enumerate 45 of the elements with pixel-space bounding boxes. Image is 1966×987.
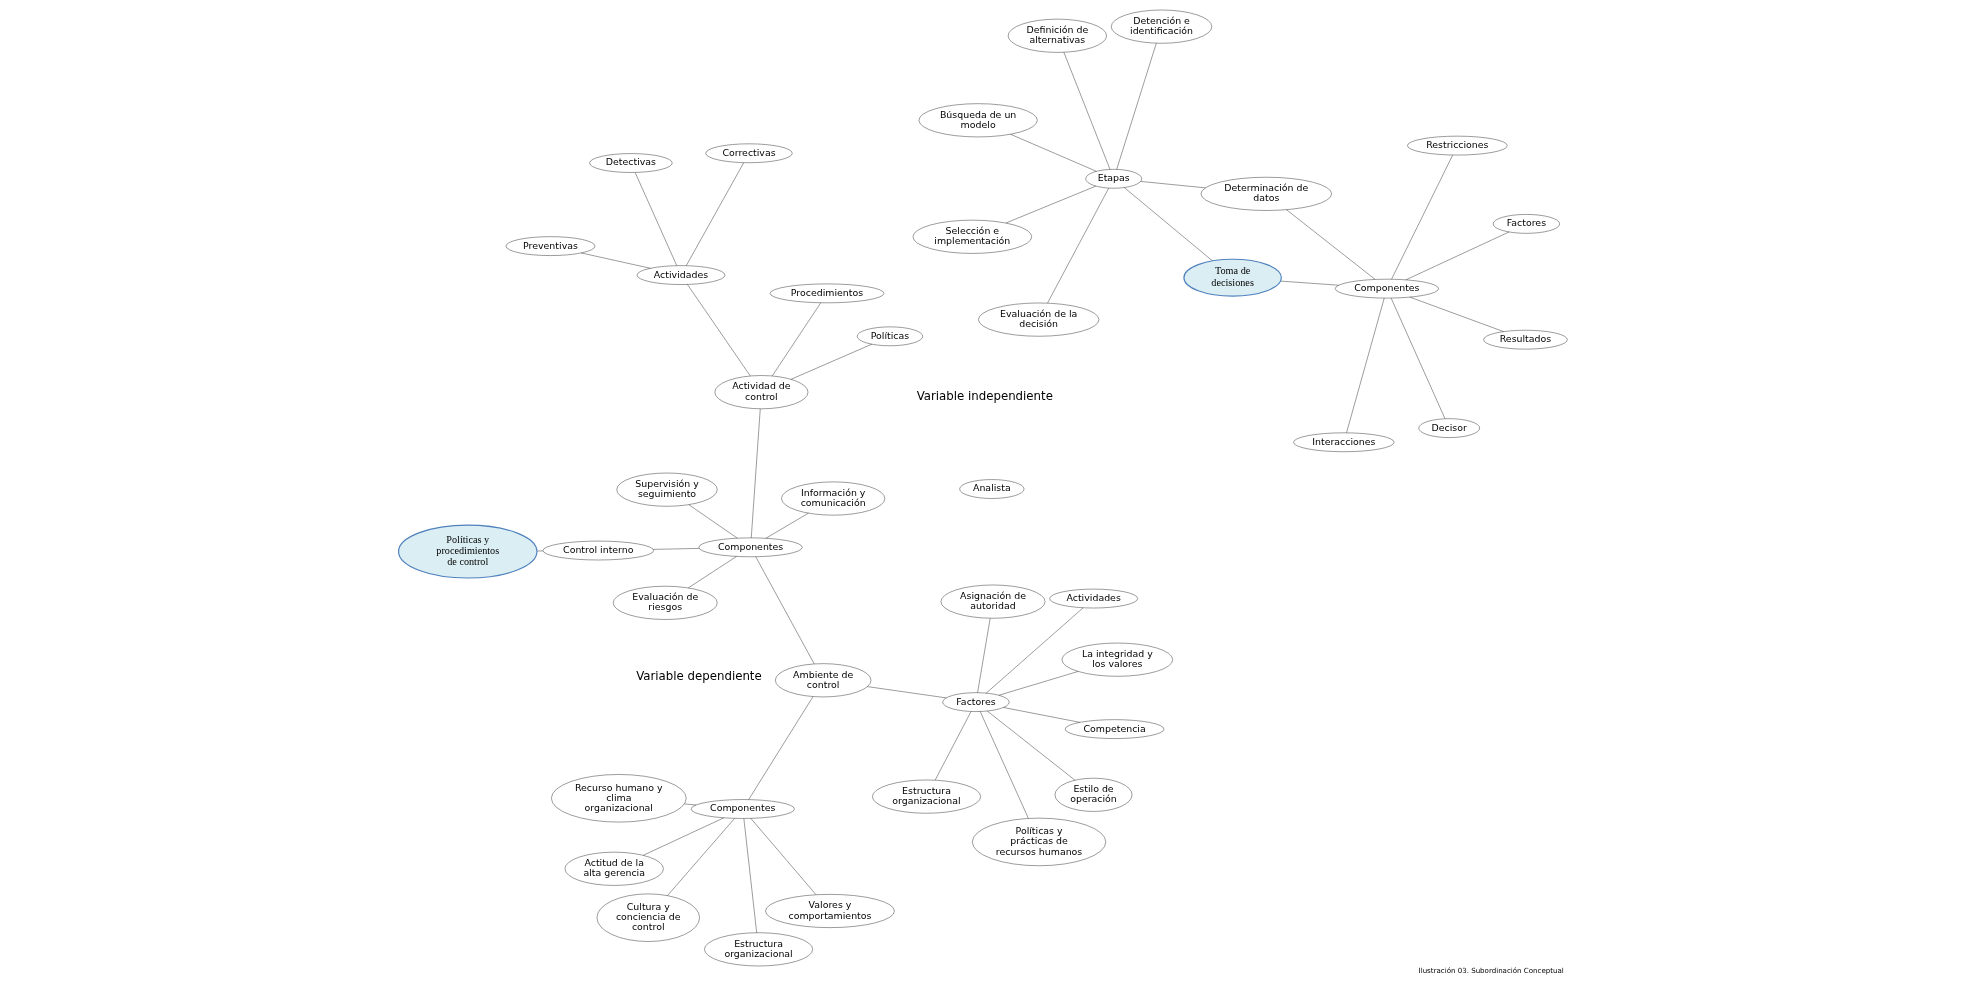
node-ellipse: Decisor bbox=[1418, 418, 1480, 438]
node-ellipse: Recurso humano y clima organizacional bbox=[551, 774, 687, 823]
node-ellipse: Componentes bbox=[698, 537, 803, 557]
node-ellipse: Componentes bbox=[1335, 279, 1439, 299]
node-ellipse: La integridad y los valores bbox=[1061, 642, 1173, 677]
node-ellipse: Evaluación de riesgos bbox=[613, 586, 718, 620]
node-ellipse: Evaluación de la decisión bbox=[978, 302, 1100, 337]
node-ellipse: Actitud de la alta gerencia bbox=[564, 851, 664, 886]
node-ellipse: Estructura organizacional bbox=[872, 779, 981, 814]
node-ellipse: Estructura organizacional bbox=[704, 932, 813, 967]
node-ellipse: Detectivas bbox=[589, 153, 673, 173]
node-ellipse: Actividades bbox=[1049, 588, 1138, 609]
node-ellipse: Resultados bbox=[1483, 330, 1568, 350]
node-ellipse: Políticas y prácticas de recursos humanos bbox=[972, 817, 1106, 866]
node-ellipse: Estilo de operación bbox=[1054, 778, 1133, 812]
node-ellipse: Analista bbox=[959, 479, 1025, 499]
node-ellipse: Restricciones bbox=[1407, 135, 1508, 156]
node-ellipse: Factores bbox=[942, 692, 1010, 712]
node-ellipse: Ambiente de control bbox=[775, 663, 872, 698]
node-ellipse: Determinación de datos bbox=[1200, 177, 1332, 211]
node-ellipse: Componentes bbox=[690, 799, 795, 819]
node-ellipse: Actividad de control bbox=[714, 375, 809, 409]
node-ellipse: Búsqueda de un modelo bbox=[918, 103, 1038, 138]
node-ellipse: Control interno bbox=[542, 540, 654, 561]
node-ellipse: Factores bbox=[1492, 214, 1560, 234]
node-ellipse: Procedimientos bbox=[769, 283, 885, 303]
label: Variable dependiente bbox=[636, 669, 762, 684]
node-ellipse: Asignación de autoridad bbox=[940, 584, 1046, 619]
node-ellipse: Definición de alternativas bbox=[1007, 18, 1107, 53]
node-ellipse: Competencia bbox=[1065, 719, 1165, 739]
node-ellipse: Preventivas bbox=[505, 236, 596, 256]
label: Variable independiente bbox=[916, 388, 1053, 403]
node-ellipse: Etapas bbox=[1085, 169, 1142, 189]
node-ellipse: Detención e identificación bbox=[1111, 9, 1213, 44]
node-ellipse: Selección e implementación bbox=[912, 219, 1032, 254]
node-ellipse: Actividades bbox=[636, 265, 726, 285]
node-ellipse: Políticas y procedimientos de control bbox=[397, 524, 538, 579]
node-ellipse: Políticas bbox=[857, 326, 923, 346]
node-ellipse: Interacciones bbox=[1293, 432, 1395, 452]
node-ellipse: Información y comunicación bbox=[781, 481, 886, 516]
node-ellipse: Toma de decisiones bbox=[1183, 258, 1282, 297]
node-ellipse: Valores y comportamientos bbox=[765, 894, 895, 928]
node-ellipse: Cultura y conciencia de control bbox=[596, 893, 700, 942]
node-ellipse: Supervisión y seguimiento bbox=[616, 472, 718, 507]
node-ellipse: Correctivas bbox=[705, 143, 793, 163]
